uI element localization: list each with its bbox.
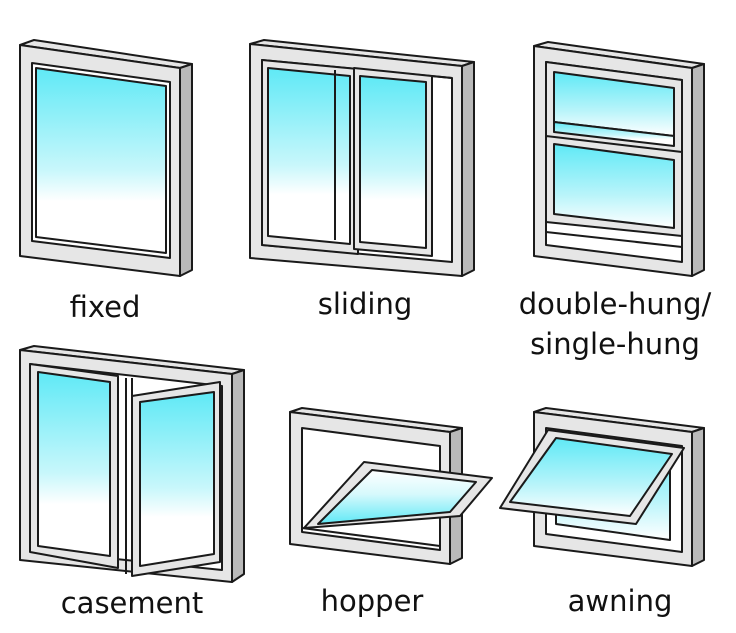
double-hung-window-illustration	[533, 41, 705, 277]
awning-window-illustration	[499, 407, 705, 567]
hopper-label: hopper	[320, 584, 424, 618]
hopper-window-illustration	[289, 407, 493, 565]
sliding-label: sliding	[317, 287, 413, 321]
single-hung-label: single-hung	[530, 327, 700, 361]
fixed-window-illustration	[19, 39, 193, 277]
casement-label: casement	[60, 586, 204, 620]
casement-window-illustration	[19, 345, 245, 583]
fixed-label: fixed	[69, 290, 141, 324]
awning-label: awning	[567, 584, 673, 618]
sliding-window-illustration	[249, 39, 475, 277]
double-hung-label: double-hung/	[518, 287, 712, 321]
